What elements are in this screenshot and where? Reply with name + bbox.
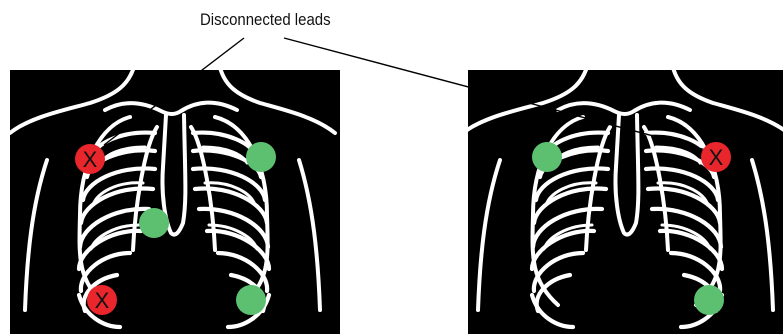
- left-left-arm-lead: [246, 142, 276, 172]
- left-chest-lead: [139, 208, 169, 238]
- right-right-arm-lead: [532, 142, 562, 172]
- right-left-arm-lead-mark: X: [709, 145, 724, 170]
- left-panel: [10, 63, 340, 334]
- left-left-leg-lead: [236, 285, 266, 315]
- left-right-leg-lead-mark: X: [95, 288, 110, 313]
- left-right-arm-lead-mark: X: [83, 147, 98, 172]
- right-left-leg-lead: [694, 285, 724, 315]
- right-panel: [463, 63, 783, 334]
